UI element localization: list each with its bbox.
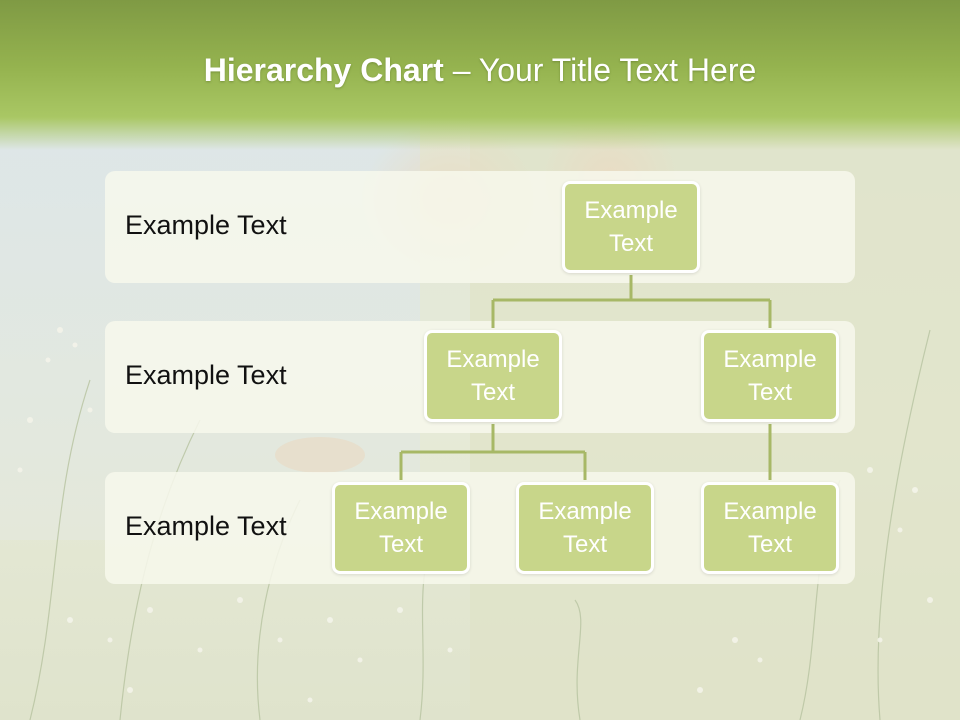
level-label-3: Example Text: [125, 511, 287, 541]
slide-title: Hierarchy Chart – Your Title Text Here: [0, 52, 960, 89]
level-band-1: [105, 171, 855, 283]
level-label-1: Example Text: [125, 210, 287, 240]
node-mid-left[interactable]: Example Text: [424, 330, 562, 422]
node-leaf-3[interactable]: Example Text: [701, 482, 839, 574]
node-leaf-2-label: Example Text: [538, 498, 632, 558]
node-leaf-1-label: Example Text: [354, 498, 448, 558]
title-bar: [0, 0, 960, 150]
node-mid-right-label: Example Text: [723, 346, 817, 406]
node-leaf-2[interactable]: Example Text: [516, 482, 654, 574]
level-label-2: Example Text: [125, 360, 287, 390]
node-leaf-3-label: Example Text: [723, 498, 817, 558]
node-root[interactable]: Example Text: [562, 181, 700, 273]
node-mid-left-label: Example Text: [446, 346, 540, 406]
node-root-label: Example Text: [584, 197, 678, 257]
title-rest: – Your Title Text Here: [443, 52, 757, 88]
node-leaf-1[interactable]: Example Text: [332, 482, 470, 574]
title-bold: Hierarchy Chart: [203, 52, 444, 88]
node-mid-right[interactable]: Example Text: [701, 330, 839, 422]
